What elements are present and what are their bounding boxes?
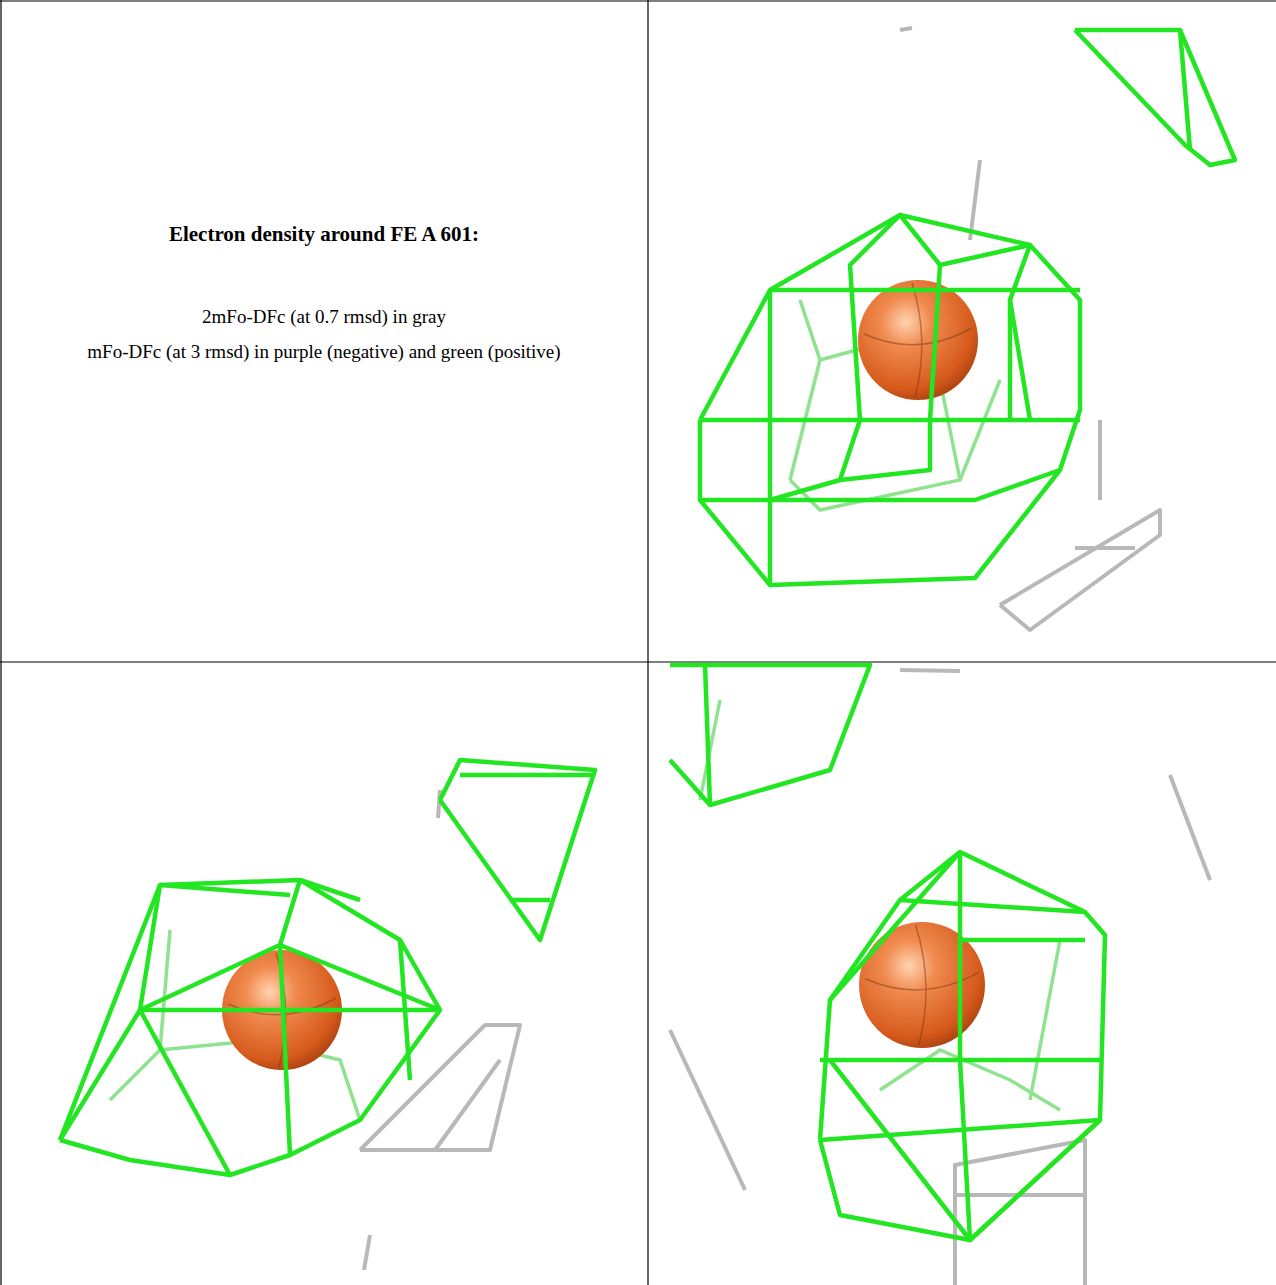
gray-density-mesh xyxy=(1098,420,1102,500)
green-density-mesh xyxy=(510,898,550,903)
green-density-mesh xyxy=(960,1060,970,1240)
gray-density-mesh xyxy=(900,670,960,671)
green-density-mesh xyxy=(800,300,820,360)
green-density-mesh xyxy=(900,900,1085,912)
green-density-mesh xyxy=(830,852,960,1000)
gray-density-mesh xyxy=(1000,510,1160,630)
green-density-mesh xyxy=(770,288,1080,293)
green-density-mesh xyxy=(400,940,410,1080)
gray-density-mesh xyxy=(1170,775,1210,880)
green-density-mesh xyxy=(300,880,360,900)
green-density-mesh xyxy=(700,418,1080,423)
green-density-mesh xyxy=(670,665,870,805)
map-description: 2mFo-DFc (at 0.7 rmsd) in gray xyxy=(24,299,624,334)
green-density-mesh xyxy=(770,420,860,500)
green-density-mesh xyxy=(1010,245,1030,420)
green-density-mesh xyxy=(280,945,290,1155)
green-density-mesh xyxy=(60,1010,440,1140)
green-density-mesh xyxy=(1180,30,1190,150)
gray-density-mesh xyxy=(900,28,912,30)
green-density-mesh xyxy=(700,470,1060,500)
gray-density-mesh xyxy=(970,160,980,240)
gray-density-mesh xyxy=(364,1235,370,1270)
green-density-mesh xyxy=(850,215,900,420)
green-density-mesh xyxy=(820,852,1105,1240)
green-density-mesh xyxy=(900,215,1030,265)
green-density-mesh xyxy=(140,1010,230,1175)
green-density-mesh xyxy=(1030,940,1060,1100)
green-density-mesh xyxy=(440,760,595,940)
green-density-mesh xyxy=(830,1060,1100,1240)
green-density-mesh xyxy=(958,852,963,1060)
green-density-mesh xyxy=(930,265,940,420)
caption-panel: Electron density around FE A 601: 2mFo-DF… xyxy=(24,222,624,369)
panel-border xyxy=(647,0,648,1285)
green-density-mesh xyxy=(705,665,710,805)
panel-border xyxy=(0,0,1276,1)
green-density-mesh xyxy=(1075,30,1235,165)
iron-sphere xyxy=(858,280,978,400)
gray-density-mesh xyxy=(670,1030,745,1190)
panel-border xyxy=(0,0,1,1285)
green-density-mesh xyxy=(460,773,595,778)
green-density-mesh xyxy=(1008,300,1013,420)
green-density-mesh xyxy=(768,290,773,585)
green-density-mesh xyxy=(60,880,440,1175)
green-density-mesh xyxy=(140,885,160,1010)
green-density-mesh xyxy=(160,930,170,1050)
sphere-shading xyxy=(864,283,972,397)
panel-title: Electron density around FE A 601: xyxy=(24,222,624,247)
green-density-mesh xyxy=(840,420,930,480)
green-density-mesh xyxy=(700,215,1080,585)
green-density-mesh xyxy=(960,380,1000,480)
green-density-mesh xyxy=(960,938,1085,943)
green-density-mesh xyxy=(820,1120,1100,1140)
gray-density-mesh xyxy=(1075,546,1135,550)
green-density-mesh xyxy=(160,885,290,895)
gray-density-mesh xyxy=(435,1060,500,1150)
gray-density-mesh xyxy=(438,790,440,818)
green-density-mesh xyxy=(140,880,300,1010)
map-description: mFo-DFc (at 3 rmsd) in purple (negative)… xyxy=(24,334,624,369)
panel-border xyxy=(0,661,1276,662)
green-density-mesh xyxy=(280,945,440,1010)
gray-density-mesh xyxy=(955,1140,1085,1285)
